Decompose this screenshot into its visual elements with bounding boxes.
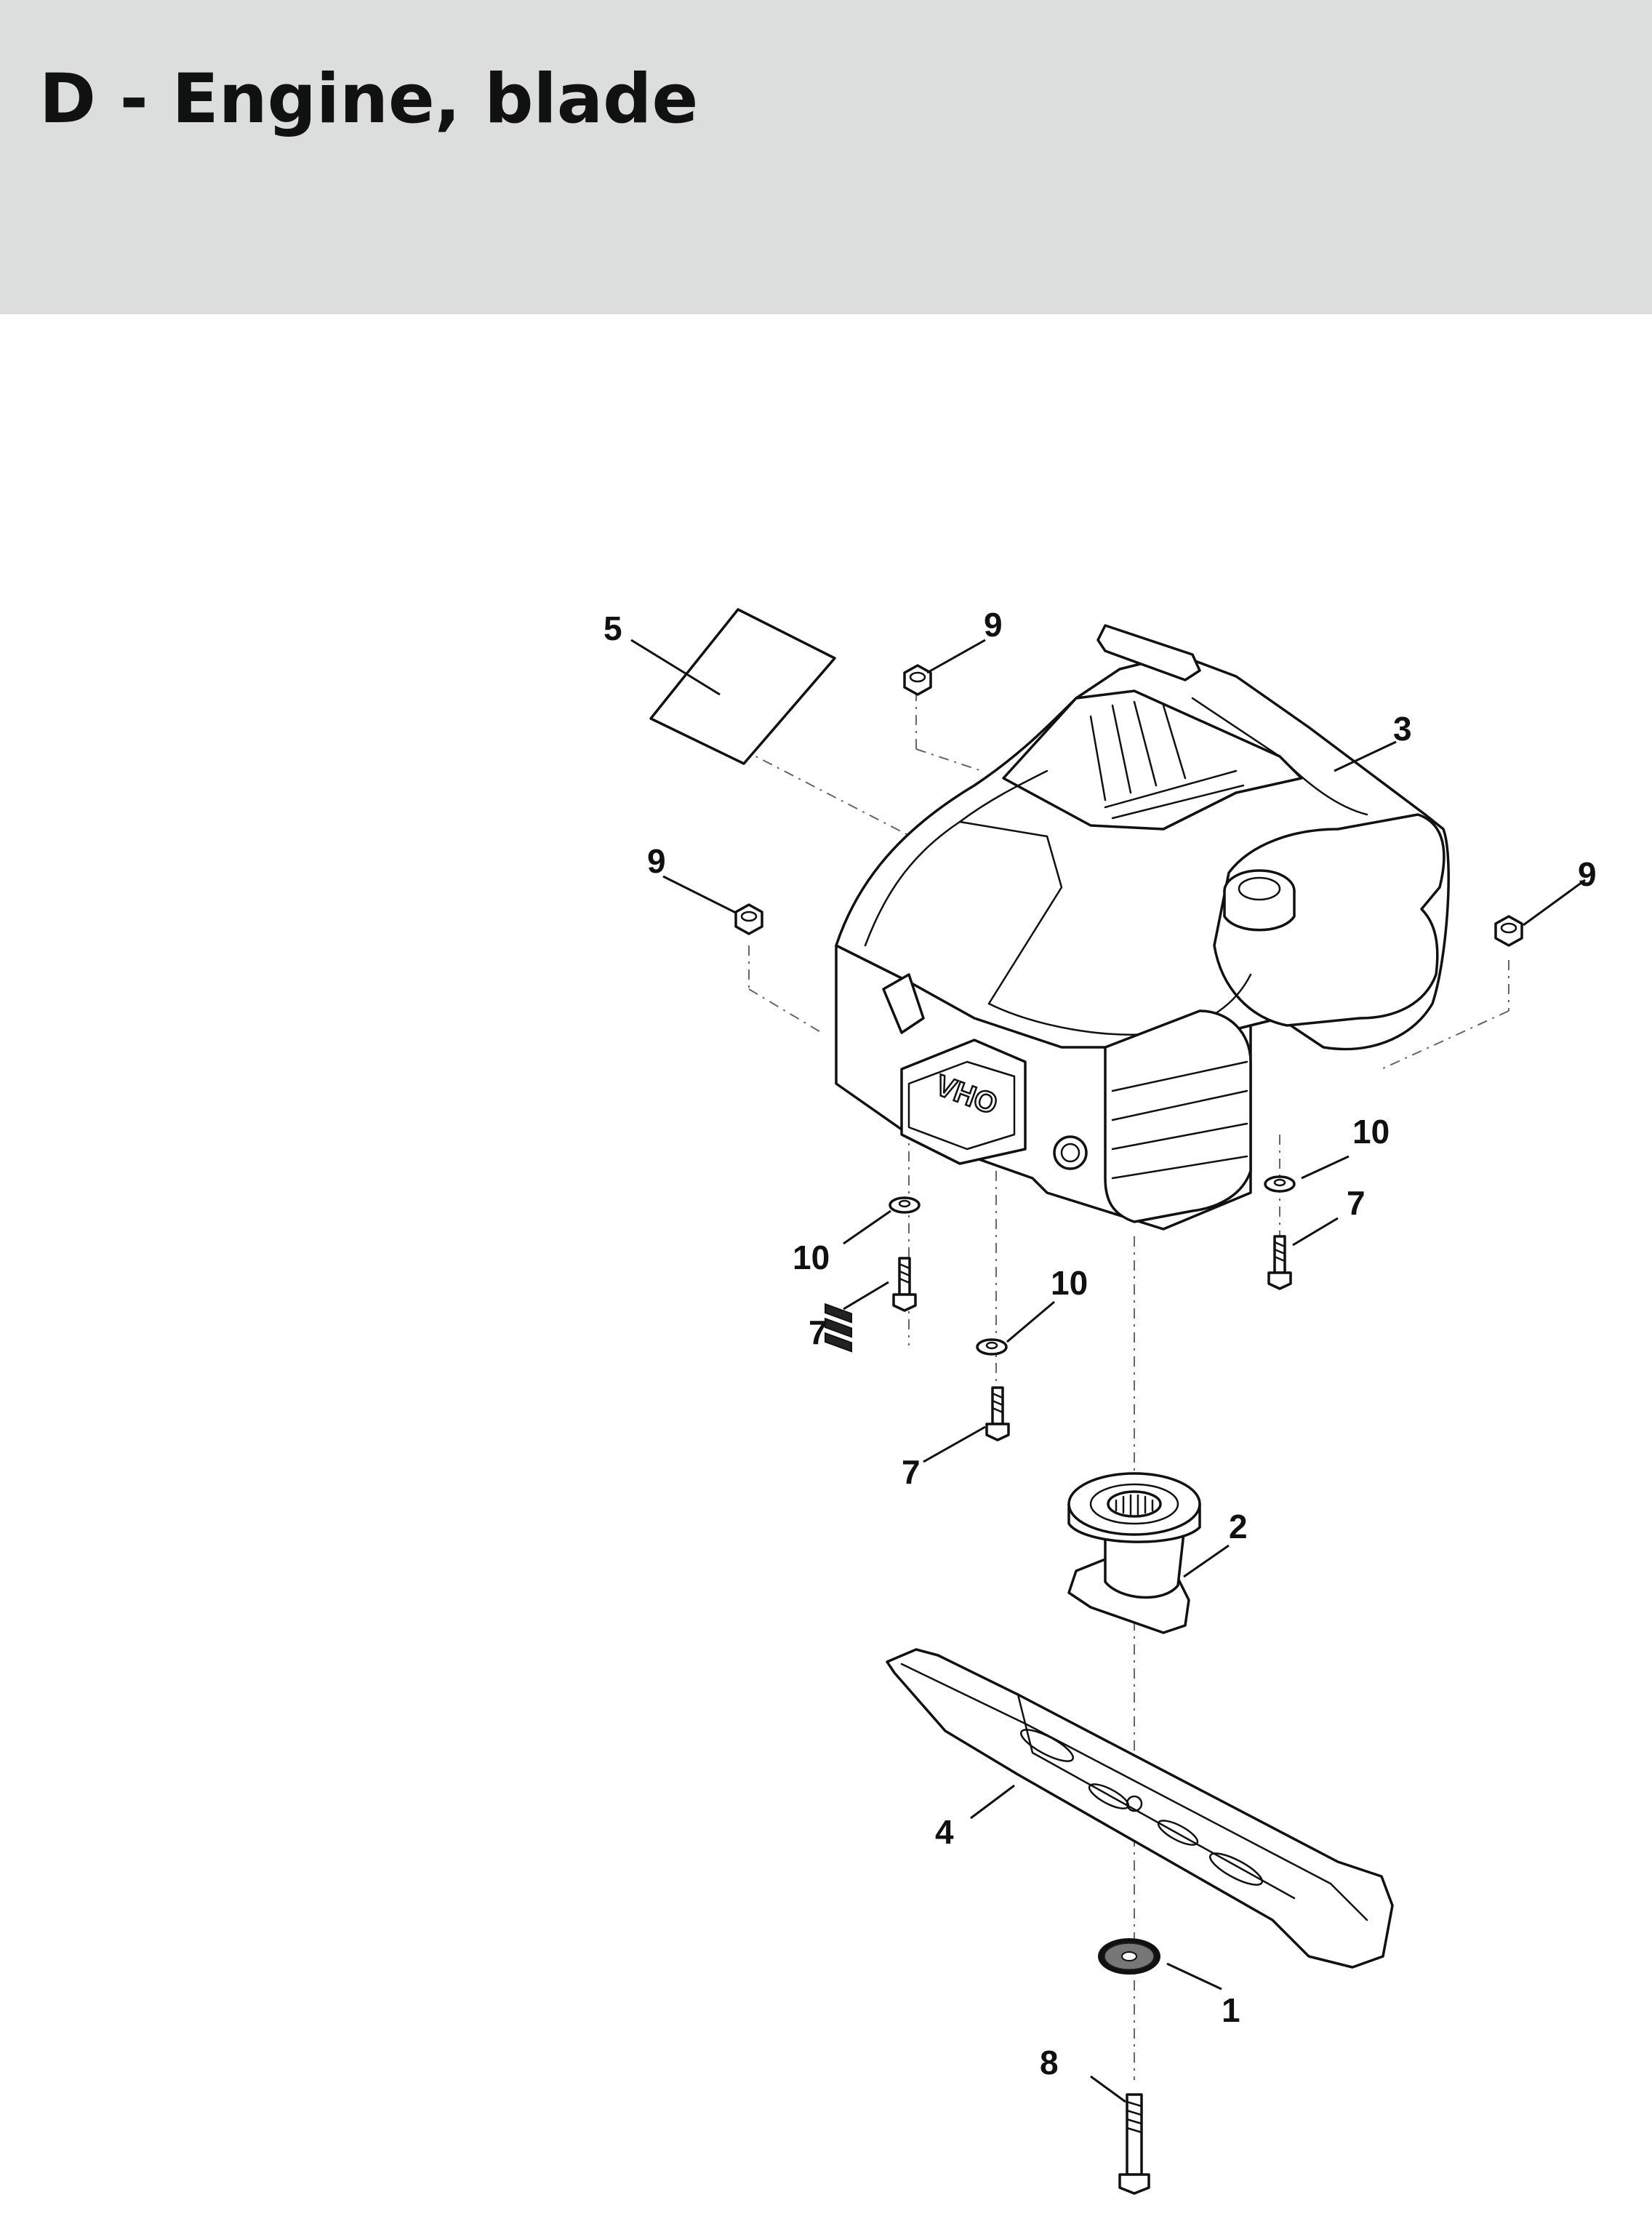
callout-7: 7 <box>809 1313 827 1351</box>
bolt-icon <box>892 1257 917 1312</box>
washer-icon <box>976 1338 1008 1356</box>
mower-blade-icon <box>886 1648 1394 1969</box>
washer-icon <box>1264 1175 1296 1193</box>
bolt-icon <box>985 1386 1010 1441</box>
label-sheet-icon <box>649 608 836 765</box>
callout-9: 9 <box>1578 855 1597 893</box>
callout-8: 8 <box>1040 2044 1059 2081</box>
blade-hub-icon <box>1067 1472 1201 1634</box>
callout-9: 9 <box>647 842 666 880</box>
callout-5: 5 <box>604 609 622 647</box>
callout-10: 10 <box>1051 1264 1088 1302</box>
nut-icon <box>734 903 763 935</box>
engine-icon: OHV <box>825 624 1450 1353</box>
toothed-washer-icon <box>1098 1938 1160 1975</box>
header-band: D - Engine, blade <box>0 0 1652 314</box>
blade-bolt-icon <box>1118 2093 1150 2195</box>
callout-1: 1 <box>1222 1991 1240 2029</box>
bolt-icon <box>1267 1235 1292 1290</box>
callout-7: 7 <box>902 1453 921 1491</box>
leader-lines <box>630 639 1586 2103</box>
callout-2: 2 <box>1229 1508 1248 1545</box>
callout-labels: 5 9 9 9 3 10 7 10 7 10 7 2 4 1 8 <box>604 606 1597 2081</box>
washer-icon <box>889 1196 921 1214</box>
page-title: D - Engine, blade <box>39 60 699 139</box>
nut-icon <box>1494 915 1523 947</box>
callout-10: 10 <box>1352 1113 1390 1151</box>
callout-7: 7 <box>1347 1184 1366 1222</box>
callout-4: 4 <box>935 1813 954 1851</box>
callout-10: 10 <box>793 1239 830 1276</box>
callout-9: 9 <box>984 606 1003 644</box>
callout-3: 3 <box>1393 710 1412 748</box>
nut-icon <box>903 664 932 696</box>
